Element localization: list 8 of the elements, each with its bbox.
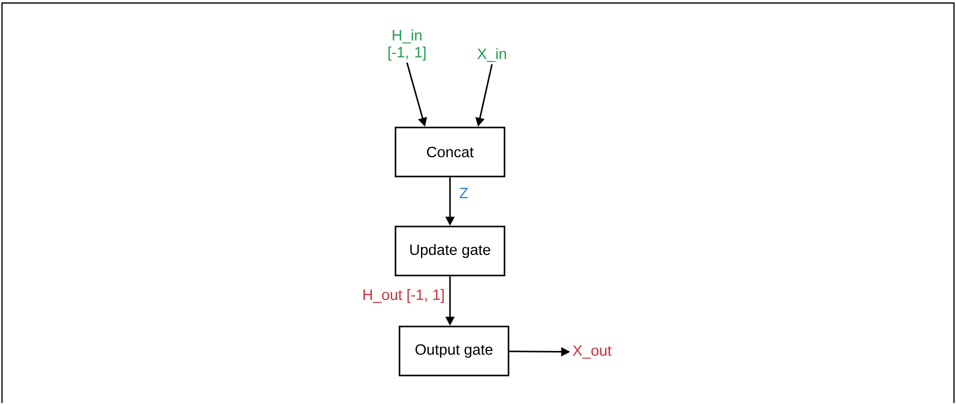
node-label: H_in [-1, 1] <box>388 30 426 60</box>
node-label: X_out <box>572 345 612 359</box>
process-box: Concat <box>394 126 506 178</box>
process-box: Output gate <box>398 326 510 376</box>
edge-label: Z <box>458 186 470 200</box>
edge-label: H_out [-1, 1] <box>361 288 446 304</box>
node-label: X_in <box>477 48 506 62</box>
process-box: Update gate <box>394 226 506 276</box>
